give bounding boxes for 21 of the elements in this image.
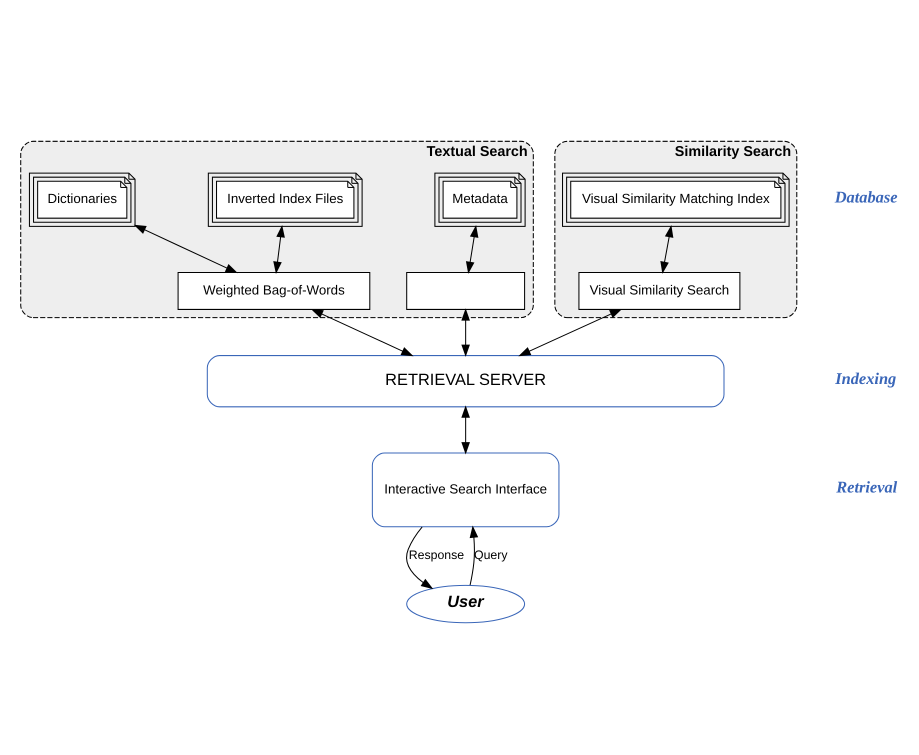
arrow bbox=[310, 308, 414, 356]
edge-label: Response bbox=[408, 548, 464, 562]
label: Database bbox=[834, 187, 898, 206]
edge-label: Query bbox=[474, 548, 508, 562]
arrow bbox=[406, 526, 434, 589]
arrow bbox=[470, 524, 478, 585]
node-box: Visual Similarity Search bbox=[578, 272, 740, 310]
arrow bbox=[660, 224, 674, 274]
arrow bbox=[461, 308, 470, 356]
node-box: Interactive Search Interface bbox=[372, 452, 560, 527]
node-ellipse: User bbox=[406, 584, 526, 623]
arrow bbox=[518, 308, 622, 356]
label: Retrieval bbox=[836, 477, 898, 496]
arrow bbox=[273, 224, 285, 274]
node-box: RETRIEVAL SERVER bbox=[206, 354, 724, 407]
arrow bbox=[134, 224, 238, 273]
arrow bbox=[461, 404, 470, 454]
node-box bbox=[406, 272, 526, 310]
arrow bbox=[466, 224, 478, 274]
label: Indexing bbox=[835, 368, 896, 388]
node-box: Weighted Bag-of-Words bbox=[178, 272, 370, 310]
